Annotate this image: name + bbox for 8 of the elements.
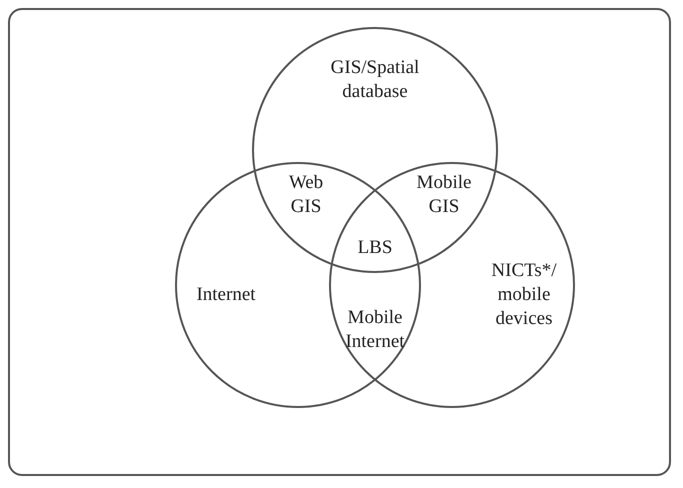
overlap-label: Web GIS — [288, 171, 324, 219]
circle-label: NICTs*/ mobile devices — [490, 259, 558, 331]
circle-label: Internet — [195, 283, 257, 307]
overlap-label: Mobile Internet — [344, 306, 406, 354]
overlap-label: LBS — [356, 236, 394, 260]
overlap-label: Mobile GIS — [416, 171, 472, 219]
circle-label: GIS/Spatial database — [330, 56, 420, 104]
venn-circle — [329, 162, 575, 408]
